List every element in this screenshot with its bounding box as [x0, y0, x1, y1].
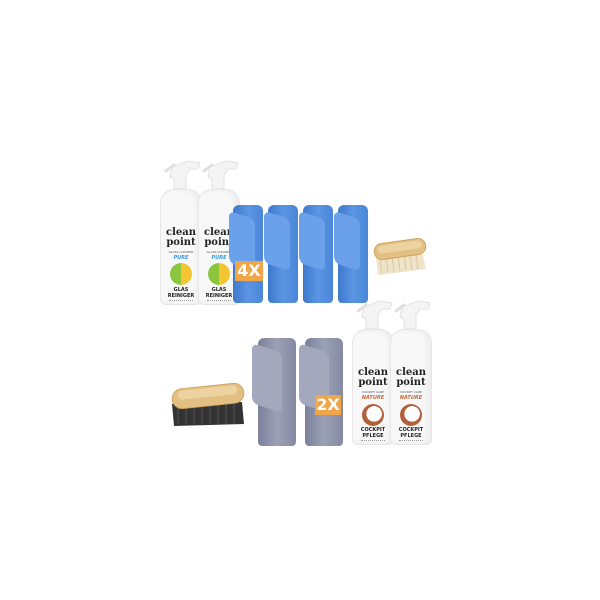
info-icons — [399, 440, 423, 444]
quantity-badge-4x: 4X — [235, 261, 263, 281]
info-icons — [207, 300, 231, 304]
variant-label: NATURE — [361, 395, 385, 401]
bottle-body: clean point COCKPIT CARE NATURE COCKPIT … — [352, 329, 394, 445]
spray-trigger-icon — [394, 300, 431, 329]
info-icons — [169, 300, 193, 304]
bottle-body: clean point COCKPIT CARE NATURE COCKPIT … — [390, 329, 432, 445]
towel-flap — [264, 210, 290, 272]
coconut-icon — [400, 404, 422, 426]
towel-flap — [252, 343, 282, 413]
quantity-badge-2x: 2X — [315, 395, 341, 415]
product-name-line1: GLAS — [211, 287, 227, 293]
product-name-line2: REINIGER — [167, 293, 195, 299]
brand-line1: clean — [396, 367, 426, 378]
brand-line1: clean — [204, 227, 234, 238]
blue-microfiber-towel — [299, 205, 333, 303]
dark-bristle-brush — [171, 382, 245, 426]
variant-label: PURE — [173, 255, 189, 261]
info-icons — [361, 440, 385, 444]
glass-cleaner-bottle: clean point GLASS CLEANER PURE GLAS REIN… — [196, 155, 240, 305]
light-bristle-brush — [373, 238, 427, 275]
brand-line2: point — [204, 237, 234, 248]
glass-cleaner-bottle: clean point GLASS CLEANER PURE GLAS REIN… — [158, 155, 202, 305]
brand-line2: point — [396, 377, 426, 388]
blue-microfiber-towel — [334, 205, 368, 303]
brand-line1: clean — [358, 367, 388, 378]
variant-label: PURE — [211, 255, 227, 261]
brand-line1: clean — [166, 227, 196, 238]
bottle-subtitle: COCKPIT CARE — [399, 390, 423, 394]
cockpit-care-bottle: clean point COCKPIT CARE NATURE COCKPIT … — [388, 295, 432, 445]
brush-handle-top — [177, 385, 238, 400]
variant-label: NATURE — [399, 395, 423, 401]
lemon-lime-icon — [170, 263, 192, 285]
bottle-body: clean point GLASS CLEANER PURE GLAS REIN… — [160, 189, 202, 305]
blue-microfiber-towel — [229, 205, 263, 303]
grey-microfiber-towel — [252, 338, 296, 446]
spray-trigger-icon — [164, 160, 201, 189]
brush-handle-top — [377, 240, 422, 254]
spray-trigger-icon — [356, 300, 393, 329]
coconut-icon — [362, 404, 384, 426]
brand-line2: point — [166, 237, 196, 248]
product-name-line1: GLAS — [173, 287, 189, 293]
product-name-line2: REINIGER — [205, 293, 233, 299]
product-name-line1: COCKPIT — [360, 427, 386, 433]
bottle-subtitle: GLASS CLEANER — [206, 250, 232, 254]
brand-line2: point — [358, 377, 388, 388]
blue-microfiber-towel — [264, 205, 298, 303]
lemon-lime-icon — [208, 263, 230, 285]
cockpit-care-bottle: clean point COCKPIT CARE NATURE COCKPIT … — [350, 295, 394, 445]
spray-trigger-icon — [202, 160, 239, 189]
towel-flap — [334, 210, 360, 272]
grey-microfiber-towel — [299, 338, 343, 446]
bottle-subtitle: COCKPIT CARE — [361, 390, 385, 394]
product-name-line1: COCKPIT — [398, 427, 424, 433]
product-name-line2: PFLEGE — [362, 433, 384, 439]
towel-flap — [299, 210, 325, 272]
bottle-subtitle: GLASS CLEANER — [168, 250, 194, 254]
product-name-line2: PFLEGE — [400, 433, 422, 439]
